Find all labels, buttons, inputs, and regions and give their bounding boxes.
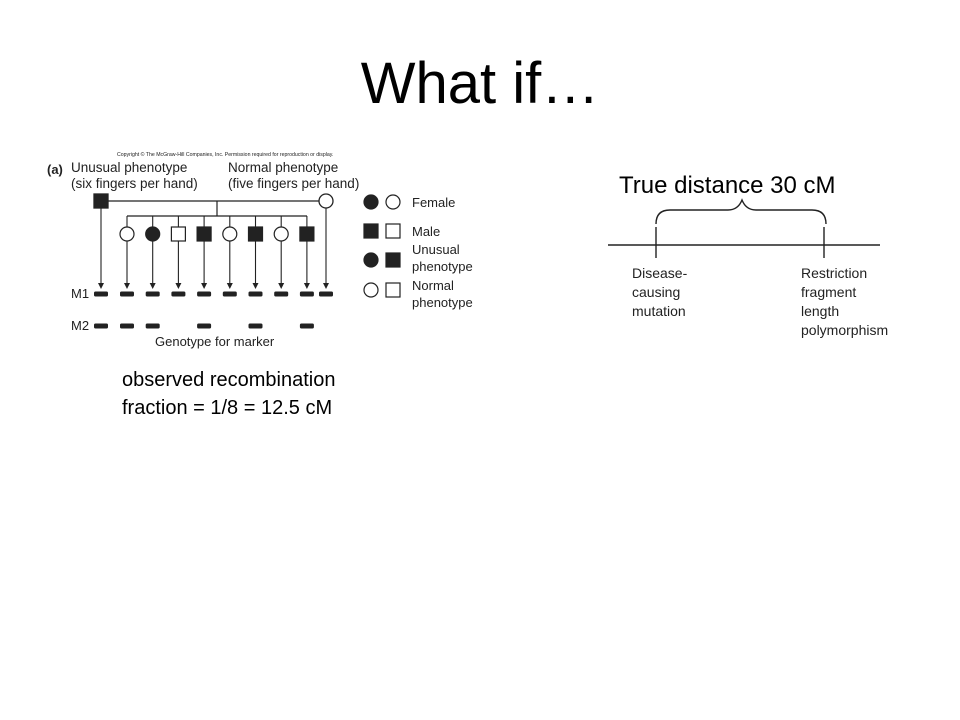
marker-m2-label: M2 (71, 318, 89, 333)
legend-normal-label-2: phenotype (412, 295, 473, 310)
m2-band (299, 323, 314, 329)
father-m2-band (94, 323, 108, 329)
m1-band (274, 291, 289, 297)
legend-unusual-label-2: phenotype (412, 259, 473, 274)
child-arrow-head (124, 283, 130, 289)
child-arrow-head (149, 283, 156, 289)
mother-symbol (318, 193, 334, 209)
normal-parent-label-2: (five fingers per hand) (228, 176, 359, 191)
genetic-map (608, 198, 880, 258)
locus-a-label: Disease- causing mutation (632, 264, 687, 321)
child-arrow-head (252, 283, 259, 289)
locus-a-line: causing (632, 284, 681, 300)
affected-daughter-symbol (145, 226, 161, 242)
affected-son-symbol (247, 226, 264, 242)
m1-band (197, 291, 212, 297)
parent-arrows (98, 208, 329, 289)
affected-son-symbol (196, 226, 212, 242)
pedigree-figure: Copyright © The McGraw-Hill Companies, I… (47, 151, 473, 349)
locus-b-line: length (801, 303, 840, 319)
locus-b-label: Restriction fragment length polymorphism (801, 264, 888, 340)
unusual-parent-label-2: (six fingers per hand) (71, 176, 198, 191)
marker-m1-label: M1 (71, 286, 89, 301)
legend-male-label: Male (412, 224, 440, 239)
recombination-caption: observed recombination fraction = 1/8 = … (122, 366, 335, 422)
mother-arrow-head (323, 283, 329, 289)
legend-normal-circle-icon (363, 282, 379, 298)
m2-band (248, 323, 263, 329)
genotype-label: Genotype for marker (155, 334, 275, 349)
m1-band (171, 291, 186, 297)
daughter-symbol (222, 226, 238, 242)
m1-band (145, 291, 160, 297)
son-symbol (170, 226, 187, 242)
recombination-line-1: observed recombination (122, 369, 336, 391)
copyright-notice: Copyright © The McGraw-Hill Companies, I… (117, 151, 333, 158)
mother-m1-band (319, 291, 333, 297)
child-arrow-head (303, 283, 310, 289)
child-arrow-head (175, 283, 182, 289)
legend-male-filled-icon (363, 223, 379, 239)
legend-unusual-circle-icon (363, 252, 379, 268)
legend-normal-label-1: Normal (412, 278, 454, 293)
children-layer (119, 216, 315, 289)
m2-band (145, 323, 160, 329)
legend-female-open-icon (385, 194, 401, 210)
daughter-symbol (273, 226, 289, 242)
father-m1-band (94, 291, 108, 297)
normal-parent-label-1: Normal phenotype (228, 160, 338, 175)
slide-title: What if… (360, 51, 600, 116)
m1-band (222, 291, 237, 297)
locus-b-line: polymorphism (801, 322, 889, 338)
child-arrow-head (278, 283, 285, 289)
true-distance-label: True distance 30 cM (619, 172, 836, 199)
daughter-symbol (119, 226, 135, 242)
distance-brace (655, 198, 827, 225)
m1-band (248, 291, 263, 297)
affected-son-symbol (299, 226, 315, 242)
recombination-line-2: fraction = 1/8 = 12.5 cM (122, 397, 333, 419)
legend-unusual-square-icon (385, 252, 401, 268)
m2-band (120, 323, 134, 329)
m2-band (197, 323, 212, 329)
legend-female-filled-icon (363, 194, 379, 210)
father-arrow-head (98, 283, 104, 289)
m1-bands (94, 291, 333, 297)
locus-b-line: fragment (801, 284, 857, 300)
child-arrow-head (226, 283, 233, 289)
panel-label: (a) (47, 162, 63, 177)
legend-male-open-icon (385, 223, 401, 239)
legend-normal-square-icon (385, 282, 401, 298)
legend-unusual-label-1: Unusual (412, 242, 460, 257)
legend-female-label: Female (412, 195, 455, 210)
m1-band (299, 291, 314, 297)
locus-b-line: Restriction (801, 265, 868, 281)
unusual-parent-label-1: Unusual phenotype (71, 160, 187, 175)
m1-band (120, 291, 134, 297)
locus-a-line: mutation (632, 303, 686, 319)
m2-bands (94, 323, 314, 329)
locus-a-line: Disease- (632, 265, 688, 281)
father-symbol (93, 193, 109, 209)
child-arrow-head (201, 283, 208, 289)
